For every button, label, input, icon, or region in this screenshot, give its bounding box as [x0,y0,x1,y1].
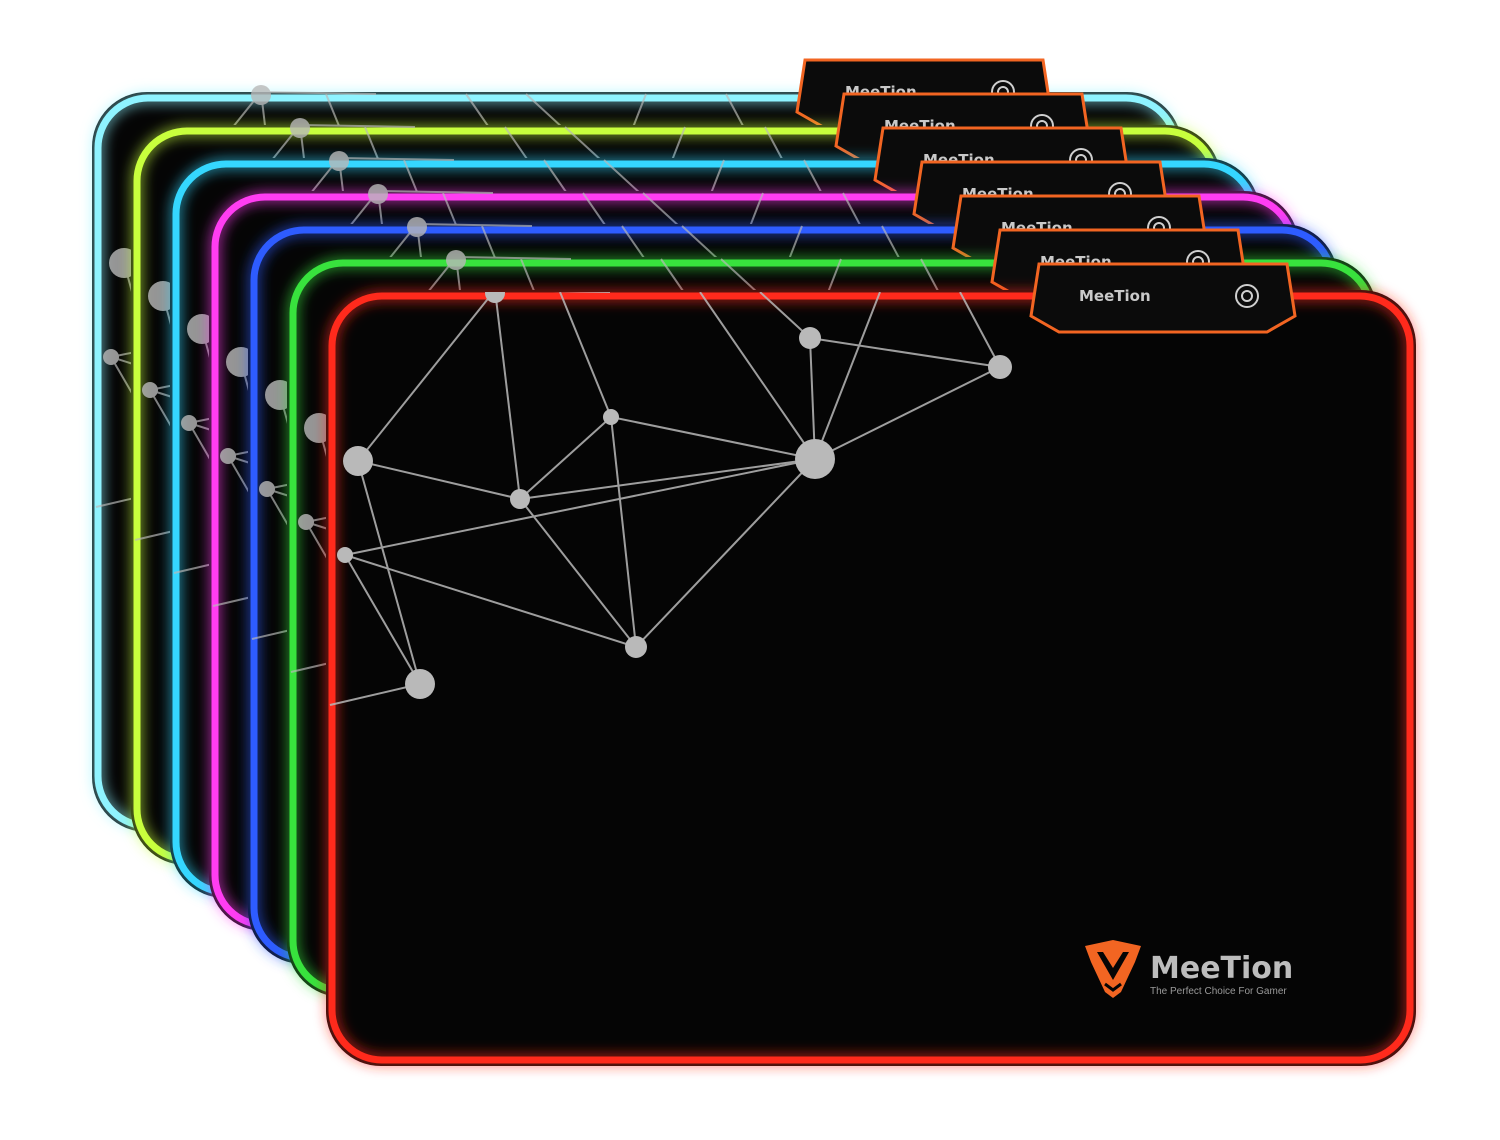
usb-connector-tab [1029,262,1297,334]
mousepad-stack: MeeTionMeeTionMeeTionMeeTionMeeTionMeeTi… [92,58,1416,1066]
power-button-icon[interactable] [1235,284,1259,308]
mousepad-7: MeeTion [326,262,1416,1066]
brand-name: MeeTion [1150,951,1293,986]
mousepad-surface [326,290,1416,1066]
rgb-edge-light [328,292,1414,1064]
brand-logo: MeeTion The Perfect Choice For Gamer [1085,940,1293,998]
meetion-shield-icon [1085,940,1141,998]
tab-brand-name: MeeTion [1079,287,1151,305]
brand-tagline: The Perfect Choice For Gamer [1150,986,1287,997]
